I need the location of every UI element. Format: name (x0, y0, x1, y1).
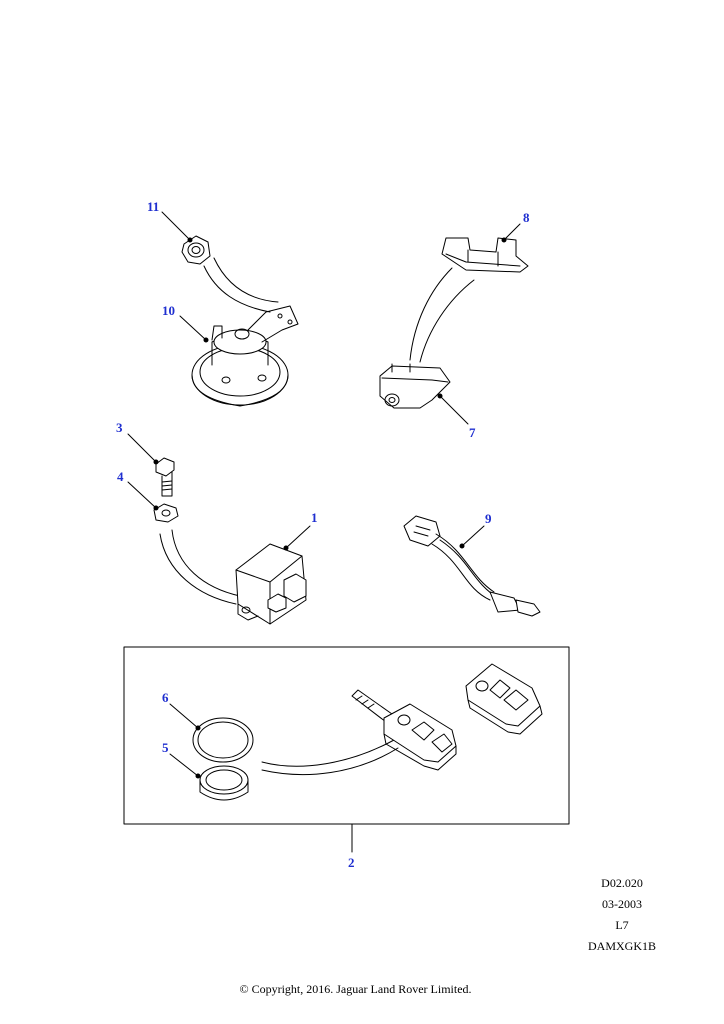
callout-8: 8 (523, 210, 530, 225)
callout-5: 5 (162, 740, 169, 755)
link-kit-b (261, 747, 399, 776)
callout-9: 9 (485, 511, 492, 526)
leader-3 (127, 433, 157, 463)
callout-6: 6 (162, 690, 169, 705)
link-8-7b (419, 279, 475, 363)
leader-7 (439, 395, 469, 425)
key-fob (351, 689, 457, 771)
kit-box (123, 646, 570, 825)
leader-10 (179, 315, 207, 341)
part-7-sensor (379, 363, 451, 409)
part-1-module (235, 543, 307, 625)
leader-dot-1 (283, 545, 289, 551)
part-9-harness (403, 515, 541, 617)
leader-5 (169, 753, 199, 777)
leader-dot-5 (195, 773, 201, 779)
part-8-bracket (441, 237, 529, 273)
leader-dot-6 (195, 725, 201, 731)
callout-2: 2 (348, 855, 355, 870)
link-kit (261, 739, 395, 767)
callout-4: 4 (117, 469, 124, 484)
leader-6 (169, 703, 199, 729)
link-8-7 (409, 267, 453, 361)
link-4-1 (159, 533, 237, 605)
leader-9 (461, 525, 485, 547)
leader-dot-3 (153, 459, 159, 465)
remote-fob (465, 663, 543, 735)
part-3-bolt (155, 457, 175, 497)
part-5-cap (199, 765, 249, 801)
link-11-10 (213, 257, 279, 303)
part-11-nut (181, 235, 211, 265)
callout-3: 3 (116, 420, 123, 435)
part-4-nut (153, 503, 179, 523)
callout-11: 11 (147, 199, 159, 214)
leader-8 (503, 223, 521, 241)
copyright-notice: © Copyright, 2016. Jaguar Land Rover Lim… (239, 982, 472, 996)
leader-dot-9 (459, 543, 465, 549)
callout-labels: 11 10 8 7 3 4 1 9 6 5 2 (116, 199, 530, 870)
diagram-code: D02.020 (601, 876, 643, 890)
leader-1 (285, 525, 311, 549)
callout-1: 1 (311, 510, 318, 525)
diagram-section: L7 (615, 918, 629, 932)
leader-dot-7 (437, 393, 443, 399)
leader-4 (127, 481, 157, 509)
callout-10: 10 (162, 303, 175, 318)
leader-dot-8 (501, 237, 507, 243)
link-4-1b (171, 529, 241, 597)
diagram-ref: DAMXGK1B (587, 939, 656, 953)
part-10-sounder (191, 305, 299, 407)
diagram-date: 03-2003 (602, 897, 642, 911)
leader-dot-11 (187, 237, 193, 243)
leader-11 (161, 211, 191, 241)
link-11-10b (203, 265, 271, 313)
callout-7: 7 (469, 425, 476, 440)
part-6-oring (192, 717, 254, 763)
leader-dot-4 (153, 505, 159, 511)
leader-dot-10 (203, 337, 209, 343)
